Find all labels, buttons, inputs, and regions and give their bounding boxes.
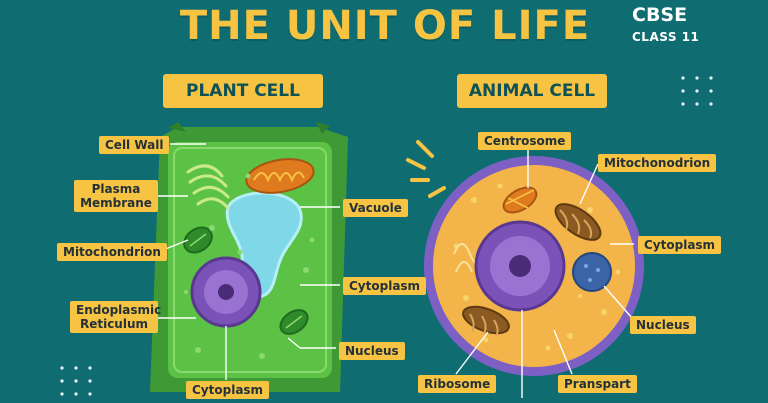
animal-vesicle (572, 252, 612, 292)
label-vacuole: Vacuole (343, 199, 408, 217)
animal-mitochondrion-upper (554, 203, 602, 241)
endoplasmic-reticulum-lines (186, 164, 230, 210)
animal-cell-heading: ANIMAL CELL (457, 74, 607, 108)
plant-granules (184, 173, 315, 359)
label-plant-nucleus: Nucleus (339, 342, 405, 360)
page-title: THE UNIT OF LIFE (179, 3, 591, 49)
label-plant-cytoplasm-bottom: Cytoplasm (186, 381, 270, 399)
label-endoplasmic-reticulum: Endoplasmic Reticulum (70, 301, 161, 333)
label-animal-cytoplasm: Cytoplasm (638, 236, 722, 254)
plasma-membrane (173, 147, 327, 373)
plant-cell (150, 122, 348, 392)
decorative-dots-top-right (681, 76, 713, 106)
chloroplast-lower (279, 309, 309, 335)
centrosome (502, 186, 538, 214)
label-plant-mitochondrion: Mitochondrion (57, 243, 167, 261)
label-ribosome: Ribosome (418, 375, 497, 393)
label-plasma-membrane: Plasma Membrane (74, 180, 158, 212)
badge-class: CLASS 11 (632, 30, 700, 44)
label-cell-wall: Cell Wall (99, 136, 170, 154)
decorative-dots-bottom-left (60, 366, 92, 396)
chloroplast-upper (183, 226, 213, 254)
label-centrosome: Centrosome (478, 132, 572, 150)
label-plant-cytoplasm-right: Cytoplasm (343, 277, 427, 295)
animal-mitochondrion-lower (462, 305, 510, 337)
plant-cell-heading: PLANT CELL (163, 74, 323, 108)
animal-nucleus (474, 220, 566, 312)
class-badge: CBSE CLASS 11 (632, 4, 699, 48)
label-animal-mitochondrion: Mitochonodrion (598, 154, 717, 172)
label-animal-nucleus: Nucleus (630, 316, 696, 334)
burst-lines (406, 140, 446, 198)
plant-nucleus (190, 256, 262, 328)
animal-leader-lines (455, 150, 634, 398)
badge-board: CBSE (632, 4, 688, 26)
plant-mitochondrion (245, 158, 315, 194)
animal-cell (424, 156, 644, 376)
label-pranspart: Pranspart (558, 375, 637, 393)
